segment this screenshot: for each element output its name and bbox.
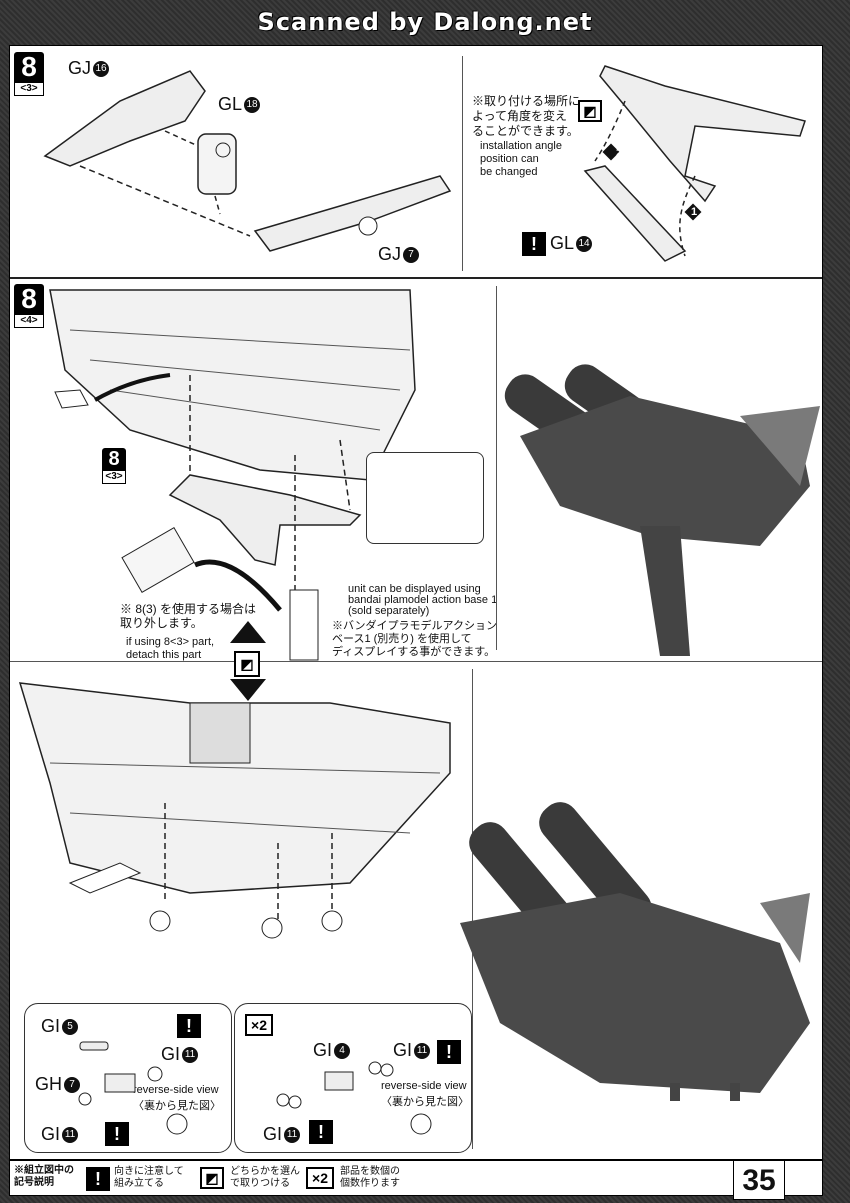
caution-icon: ! — [105, 1122, 129, 1146]
watermark: Scanned by Dalong.net — [257, 8, 593, 36]
step-badge: 8 <4> — [14, 284, 44, 328]
reverse-view-en: reverse-side view — [381, 1080, 467, 1092]
detail-inset — [366, 452, 484, 544]
step-badge: 8 <3> — [14, 52, 44, 96]
angle-note-jp: ※取り付ける場所に よって角度を変え ることができます。 — [472, 94, 581, 138]
base-note-jp: ※バンダイプラモデルアクション ベース1 (別売り) を使用して ディスプレイす… — [332, 620, 497, 658]
step-number: 8 — [21, 283, 37, 314]
ref-step-sub: <3> — [102, 470, 126, 484]
caution-icon: ! — [177, 1014, 201, 1038]
step-arrow-1: 1 — [691, 206, 698, 218]
base-note-en: unit can be displayed using bandai plamo… — [348, 583, 498, 617]
reverse-view-jp: 〈裏から見た図〉 — [133, 1100, 221, 1112]
step-arrow-2: 2 — [616, 147, 623, 159]
caution-icon: ! — [309, 1120, 333, 1144]
legend-choose-text: どちらかを選ん で取りつける — [230, 1166, 300, 1189]
step-sub: <3> — [14, 82, 44, 96]
legend-multiplier-icon: ×2 — [306, 1167, 334, 1189]
multiplier-badge: ×2 — [245, 1014, 273, 1036]
panel-divider — [472, 669, 473, 1149]
page-number: 35 — [733, 1160, 785, 1200]
choose-one-icon: ◩ — [234, 651, 260, 677]
reverse-view-jp: 〈裏から見た図〉 — [381, 1096, 469, 1108]
symbol-legend: ※組立図中の 記号説明 ! 向きに注意して 組み立てる ◩ どちらかを選ん で取… — [9, 1160, 823, 1196]
either-or-arrows — [230, 621, 266, 701]
ref-step-badge: 8 <3> — [102, 448, 126, 484]
parts-illustration-left — [43, 70, 452, 252]
caution-icon: ! — [522, 232, 546, 256]
legend-multiplier-text: 部品を数個の 個数作ります — [340, 1166, 400, 1189]
step-sub: <4> — [14, 314, 44, 328]
parts-illustration-right — [583, 65, 806, 262]
unit-photo-with-base — [500, 286, 820, 656]
gear-parts-right — [276, 1061, 432, 1135]
caution-icon: ! — [437, 1040, 461, 1064]
angle-note-en: installation angle position can be chang… — [480, 140, 562, 178]
panel-divider — [462, 56, 463, 271]
ref-step-number: 8 — [108, 448, 120, 470]
legend-caution-text: 向きに注意して 組み立てる — [114, 1166, 184, 1189]
gear-parts-left — [78, 1041, 188, 1135]
legend-caution-icon: ! — [86, 1167, 110, 1191]
step-number: 8 — [21, 51, 37, 82]
unit-underside-illustration-b — [18, 682, 451, 939]
unit-photo-landing-gear — [460, 703, 820, 1133]
legend-title: ※組立図中の 記号説明 — [14, 1165, 74, 1188]
panel-step-8-4: 8 <4> 8 <3> ※ 8(3) を使用する場合は 取り外します。 if u… — [10, 280, 822, 662]
detach-note-jp: ※ 8(3) を使用する場合は 取り外します。 — [120, 602, 257, 630]
reverse-view-en: reverse-side view — [133, 1084, 219, 1096]
unit-underside-illustration — [49, 289, 416, 661]
choose-one-icon: ◩ — [578, 100, 602, 122]
panel-divider — [496, 286, 497, 650]
detach-note-en: if using 8<3> part, detach this part — [126, 636, 215, 661]
legend-choose-icon: ◩ — [200, 1167, 224, 1189]
